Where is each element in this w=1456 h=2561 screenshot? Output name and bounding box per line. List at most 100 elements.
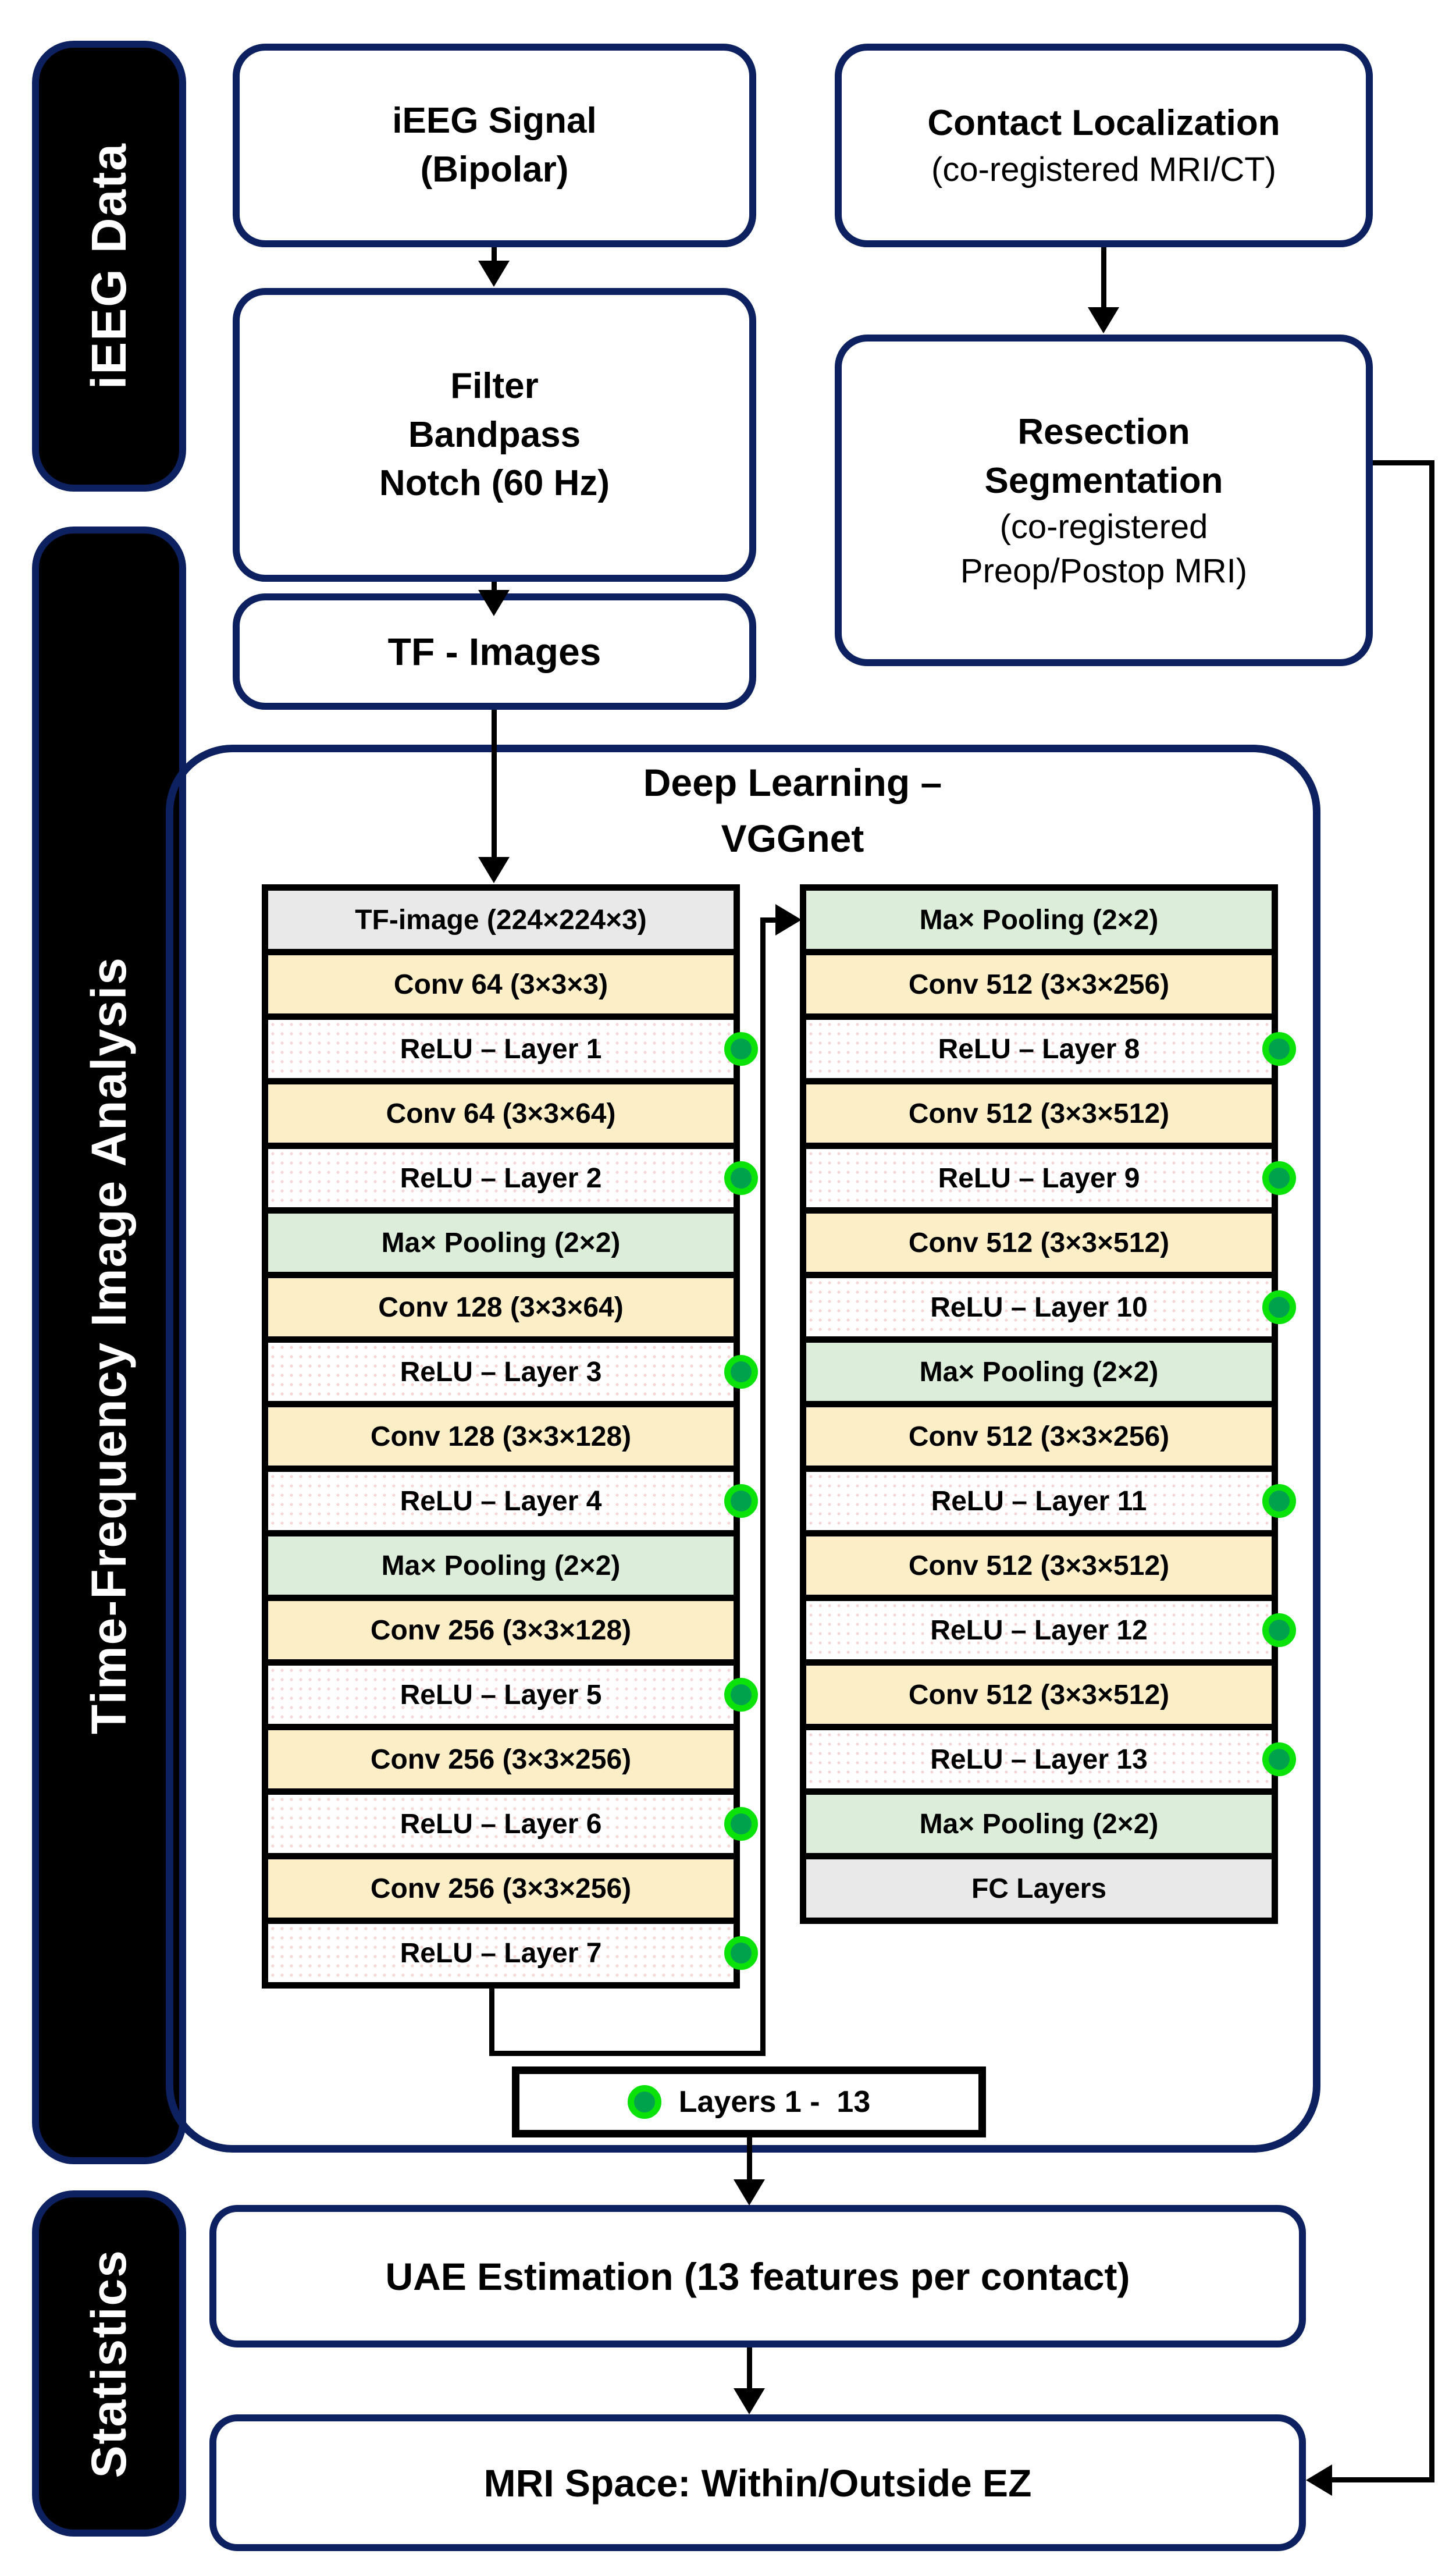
- arrowhead-uae-to-mri: [734, 2388, 765, 2414]
- vgg-layer-row-conv: Conv 128 (3×3×128): [268, 1407, 734, 1466]
- legend-box: Layers 1 - 13: [512, 2066, 986, 2137]
- vgg-layer-row-conv: Conv 512 (3×3×512): [806, 1666, 1272, 1724]
- vgg-layer-row-conv: Conv 512 (3×3×256): [806, 1407, 1272, 1466]
- arrowhead-filter-to-tf: [478, 590, 510, 616]
- vgg-layer-label: Ma× Pooling (2×2): [919, 904, 1159, 936]
- vgg-layer-row-relu: ReLU – Layer 4: [268, 1472, 758, 1530]
- vgg-layer-label: ReLU – Layer 3: [400, 1356, 602, 1388]
- vgg-layer-label: TF-image (224×224×3): [355, 904, 647, 936]
- vgg-layer-row-pool: Ma× Pooling (2×2): [806, 891, 1272, 949]
- vgg-layer-label: Conv 128 (3×3×128): [370, 1421, 632, 1452]
- sidebar-label-ieeg-data: iEEG Data: [81, 143, 136, 390]
- vgg-layer-row-relu: ReLU – Layer 3: [268, 1343, 758, 1401]
- vgg-layer-label: Conv 512 (3×3×512): [908, 1550, 1170, 1581]
- deep-learning-title: Deep Learning – VGGnet: [265, 755, 1320, 866]
- contact-localization-box: Contact Localization (co-registered MRI/…: [835, 44, 1373, 247]
- vgg-layer-label: Conv 512 (3×3×256): [908, 969, 1170, 1000]
- vgg-layer-row-relu: ReLU – Layer 6: [268, 1795, 758, 1853]
- vgg-layer-row-relu: ReLU – Layer 1: [268, 1020, 758, 1078]
- vgg-layer-label: Ma× Pooling (2×2): [381, 1227, 621, 1258]
- arrow-tf-to-vgg: [492, 710, 497, 858]
- resection-line1: Resection: [1017, 411, 1190, 452]
- sidebar-label-statistics: Statistics: [81, 2249, 136, 2478]
- arrow-legend-to-uae: [747, 2137, 752, 2181]
- vgg-layer-label: ReLU – Layer 5: [400, 1679, 602, 1710]
- vgg-layer-row-conv: Conv 128 (3×3×64): [268, 1278, 734, 1336]
- layer-indicator-dot: [1262, 1161, 1296, 1195]
- deep-learning-title-line2: VGGnet: [721, 816, 864, 860]
- vgg-layer-row-relu: ReLU – Layer 9: [806, 1149, 1296, 1207]
- sidebar-section-ieeg-data: iEEG Data: [32, 41, 186, 492]
- arrow-contact-to-resection: [1101, 247, 1106, 308]
- layer-indicator-dot: [724, 1678, 758, 1712]
- arrowhead-into-rightcol: [775, 904, 802, 936]
- vgg-layer-label: Conv 512 (3×3×512): [908, 1227, 1170, 1258]
- vgg-layer-label: Ma× Pooling (2×2): [919, 1808, 1159, 1840]
- sidebar-section-statistics: Statistics: [32, 2190, 186, 2537]
- vgg-layer-row-relu: ReLU – Layer 12: [806, 1601, 1296, 1659]
- vgg-layer-row-conv: Conv 512 (3×3×256): [806, 955, 1272, 1013]
- layer-indicator-dot: [724, 1161, 758, 1195]
- vgg-layer-label: Ma× Pooling (2×2): [381, 1550, 621, 1581]
- layer-indicator-dot: [1262, 1484, 1296, 1518]
- vgg-layer-label: FC Layers: [971, 1873, 1107, 1904]
- deep-learning-container: [166, 745, 1320, 2153]
- vgg-layer-row-conv: Conv 64 (3×3×3): [268, 955, 734, 1013]
- layer-indicator-dot: [627, 2085, 661, 2119]
- vgg-layer-row-input: TF-image (224×224×3): [268, 891, 734, 949]
- filter-line2: Bandpass: [408, 414, 581, 455]
- arrow-signal-to-filter: [492, 247, 497, 262]
- layer-indicator-dot: [1262, 1742, 1296, 1776]
- vgg-layer-label: ReLU – Layer 13: [930, 1744, 1148, 1775]
- vgg-layer-row-relu: ReLU – Layer 7: [268, 1924, 758, 1982]
- connector-into-rightcol: [763, 917, 779, 923]
- connector-rightcol-up: [760, 917, 766, 2056]
- vgg-left-column: TF-image (224×224×3) Conv 64 (3×3×3) ReLU …: [262, 884, 758, 1989]
- vgg-layer-row-relu: ReLU – Layer 8: [806, 1020, 1296, 1078]
- vgg-layer-label: Conv 256 (3×3×256): [370, 1873, 632, 1904]
- connector-leftcol-down: [489, 1989, 494, 2056]
- filter-line1: Filter: [450, 365, 539, 406]
- vgg-layer-label: Conv 128 (3×3×64): [378, 1292, 624, 1323]
- arrowhead-contact-to-resection: [1088, 307, 1119, 333]
- vgg-layer-row-conv: Conv 512 (3×3×512): [806, 1084, 1272, 1143]
- vgg-layer-row-conv: Conv 64 (3×3×64): [268, 1084, 734, 1143]
- layer-indicator-dot: [1262, 1290, 1296, 1324]
- vgg-layer-label: ReLU – Layer 8: [938, 1033, 1140, 1065]
- vgg-layer-row-relu: ReLU – Layer 11: [806, 1472, 1296, 1530]
- vgg-layer-label: Ma× Pooling (2×2): [919, 1356, 1159, 1388]
- vgg-layer-label: Conv 512 (3×3×256): [908, 1421, 1170, 1452]
- vgg-layer-label: ReLU – Layer 11: [931, 1485, 1147, 1517]
- arrowhead-into-mri: [1306, 2464, 1332, 2496]
- vgg-layer-row-conv: Conv 512 (3×3×512): [806, 1214, 1272, 1272]
- vgg-layer-label: Conv 512 (3×3×512): [908, 1098, 1170, 1129]
- layer-indicator-dot: [724, 1936, 758, 1970]
- vgg-layer-label: Conv 256 (3×3×128): [370, 1614, 632, 1646]
- vgg-layer-label: Conv 256 (3×3×256): [370, 1744, 632, 1775]
- layer-indicator-dot: [724, 1484, 758, 1518]
- vgg-layer-row-conv: Conv 256 (3×3×256): [268, 1859, 734, 1918]
- layer-indicator-dot: [724, 1355, 758, 1389]
- resection-line3: (co-registered: [999, 508, 1208, 546]
- uae-estimation-box: UAE Estimation (13 features per contact): [209, 2205, 1306, 2347]
- vgg-layer-row-pool: Ma× Pooling (2×2): [806, 1795, 1272, 1853]
- vgg-layer-label: ReLU – Layer 12: [930, 1614, 1148, 1646]
- vgg-layer-row-conv: Conv 256 (3×3×128): [268, 1601, 734, 1659]
- arrowhead-signal-to-filter: [478, 261, 510, 287]
- vgg-layer-label: ReLU – Layer 4: [400, 1485, 602, 1517]
- vgg-layer-row-relu: ReLU – Layer 10: [806, 1278, 1296, 1336]
- contact-localization-line2: (co-registered MRI/CT): [931, 151, 1276, 189]
- vgg-layer-row-fc: FC Layers: [806, 1859, 1272, 1918]
- vgg-layer-label: ReLU – Layer 7: [400, 1937, 602, 1969]
- vgg-layer-row-relu: ReLU – Layer 2: [268, 1149, 758, 1207]
- vgg-layer-row-pool: Ma× Pooling (2×2): [268, 1536, 734, 1595]
- connector-into-mri: [1332, 2477, 1434, 2482]
- arrow-filter-to-tf: [492, 582, 497, 591]
- connector-resection-right: [1373, 460, 1434, 465]
- layer-indicator-dot: [1262, 1032, 1296, 1066]
- legend-label: Layers 1 - 13: [678, 2085, 871, 2119]
- ieeg-signal-line1: iEEG Signal: [392, 101, 597, 141]
- vgg-layer-label: Conv 512 (3×3×512): [908, 1679, 1170, 1710]
- vgg-layer-label: ReLU – Layer 2: [400, 1162, 602, 1194]
